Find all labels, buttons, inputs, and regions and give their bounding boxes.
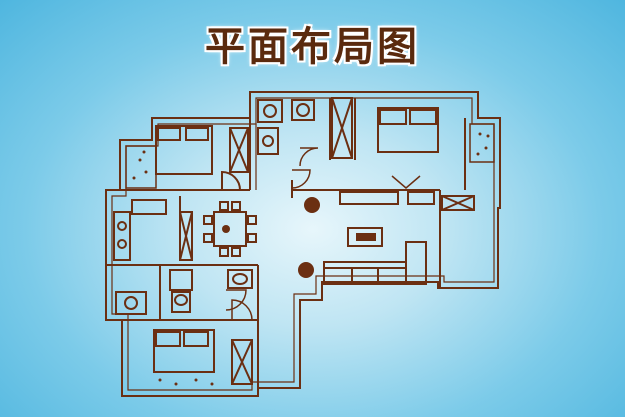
- dining-table-icon: [213, 211, 247, 247]
- bed-icon: [155, 125, 213, 175]
- page-title: 平面布局图: [205, 24, 420, 70]
- tv-icon: [339, 191, 399, 205]
- sofa-icon: [323, 261, 407, 285]
- coffee-table-icon: [347, 227, 383, 247]
- wardrobe-2: [331, 97, 353, 159]
- sink-icon: [169, 269, 193, 291]
- wardrobe-1: [229, 127, 249, 173]
- cabinet: [441, 195, 475, 211]
- plant-icon: [125, 145, 157, 189]
- washing-machine-icon: [291, 99, 315, 121]
- toilet-icon: [257, 99, 283, 123]
- counter: [179, 211, 193, 261]
- outer-wall: [105, 91, 501, 397]
- door-swing-icon: [221, 170, 241, 191]
- wardrobe-3: [231, 339, 253, 385]
